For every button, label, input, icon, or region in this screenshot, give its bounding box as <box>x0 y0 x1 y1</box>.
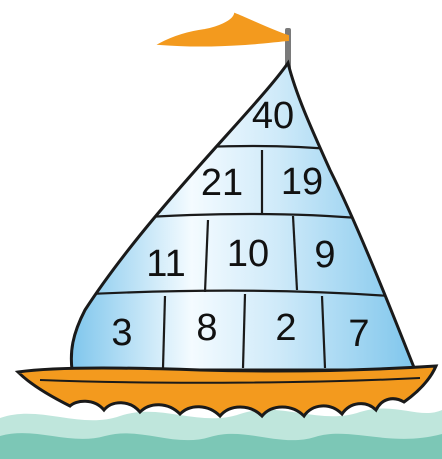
hull <box>18 366 436 416</box>
flag <box>160 14 288 46</box>
cell-row4-2: 8 <box>196 307 217 349</box>
cell-row3-3: 9 <box>314 234 335 276</box>
cell-row1-1: 40 <box>252 95 294 137</box>
cell-row3-2: 10 <box>227 233 269 275</box>
cell-row4-1: 3 <box>111 312 132 354</box>
cell-row4-4: 7 <box>348 313 369 355</box>
cell-row2-1: 21 <box>201 162 243 204</box>
cell-row2-2: 19 <box>281 161 323 203</box>
cell-row4-3: 2 <box>275 307 296 349</box>
cell-row3-1: 11 <box>146 243 185 285</box>
